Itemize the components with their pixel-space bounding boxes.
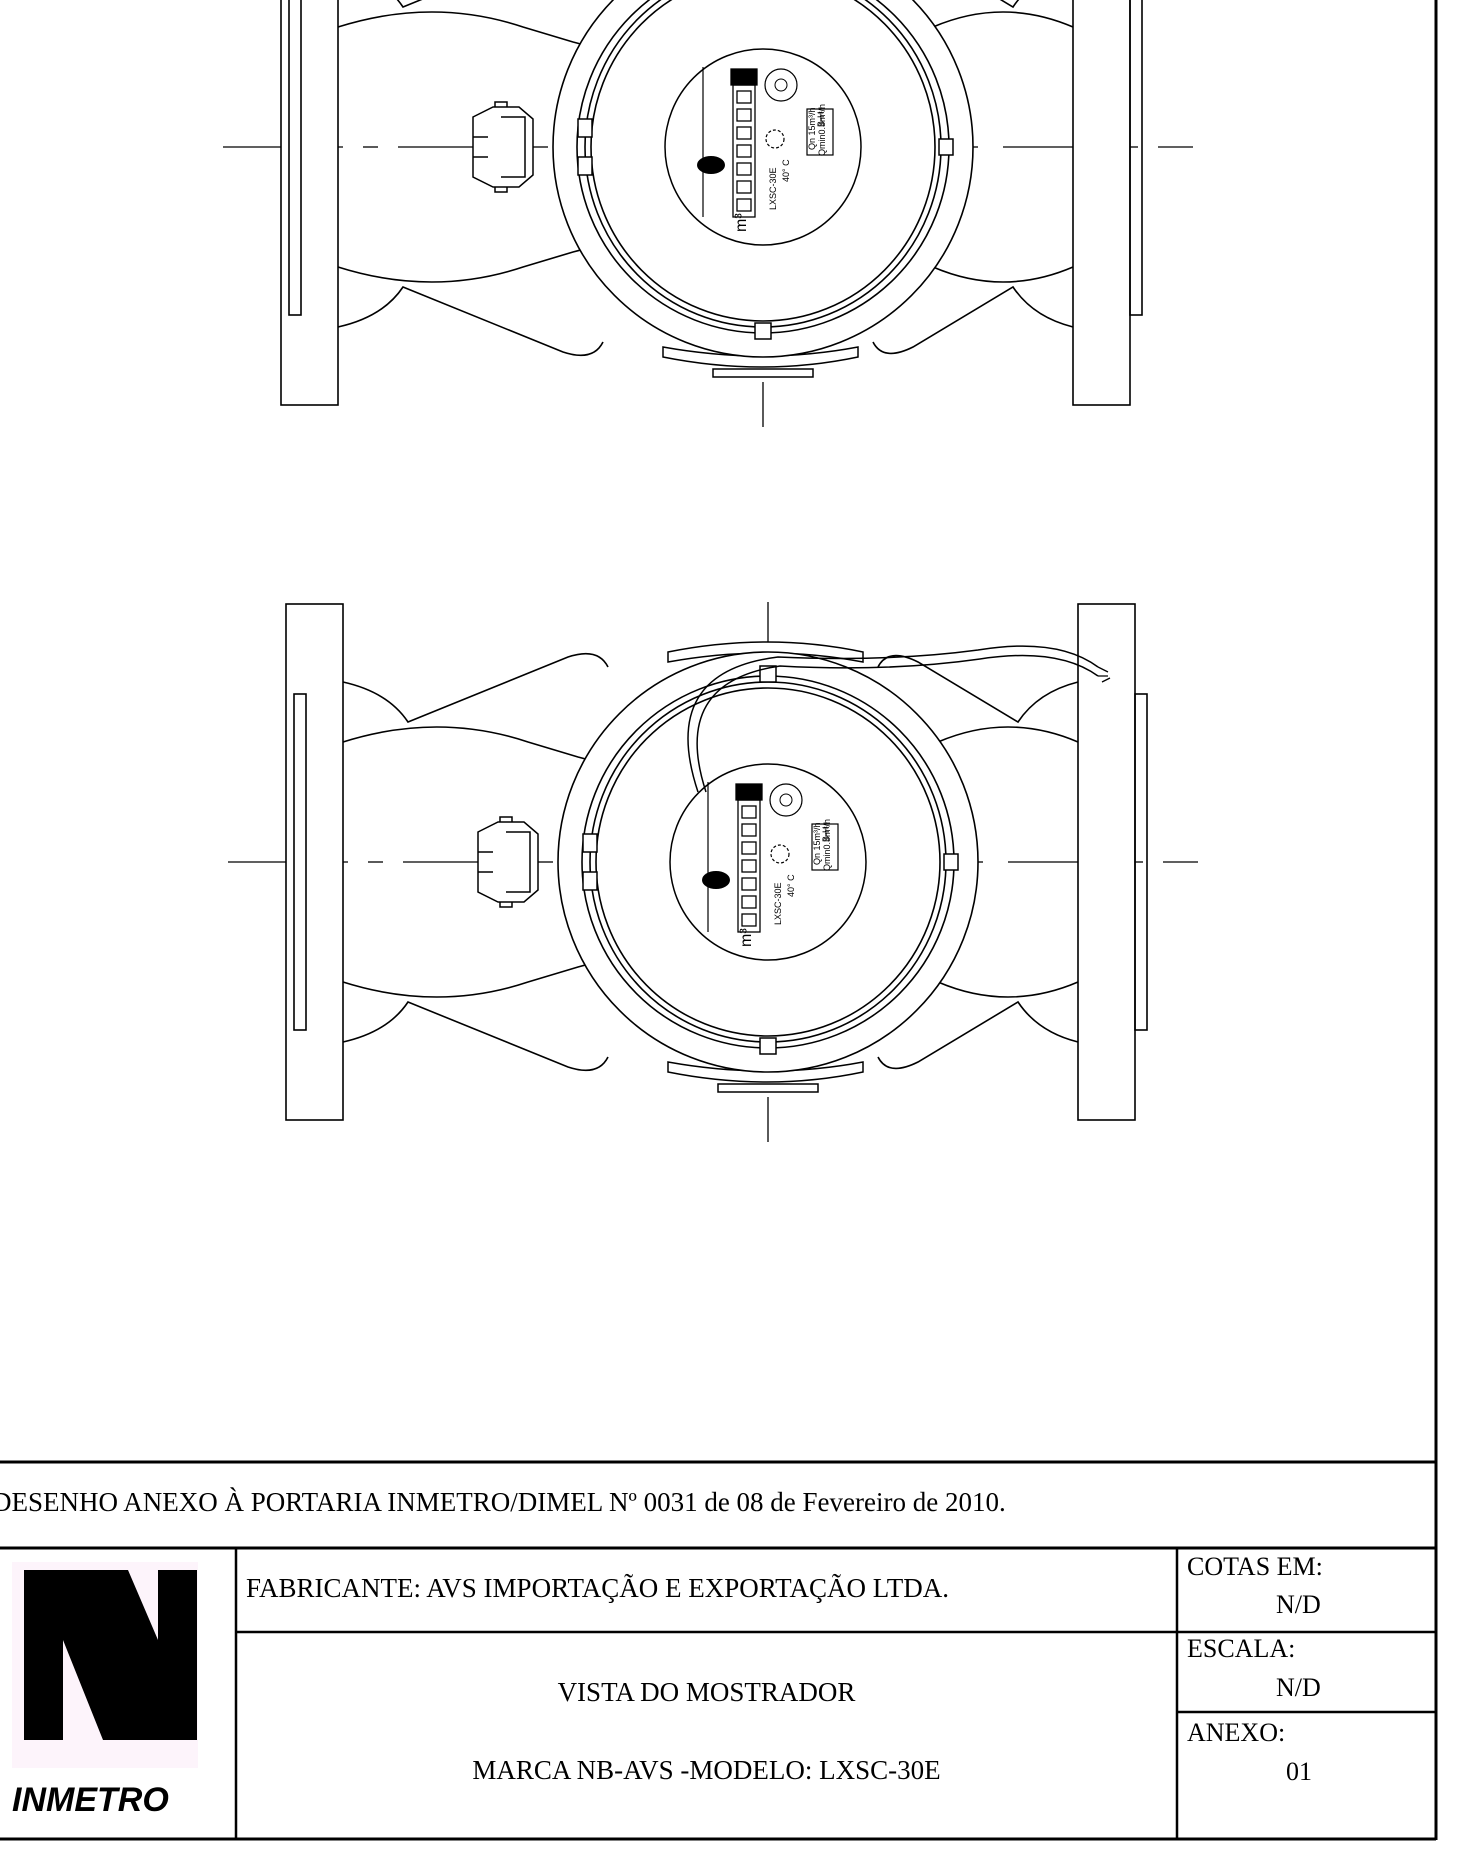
- anexo-label: ANEXO:: [1187, 1718, 1286, 1747]
- escala-label: ESCALA:: [1187, 1634, 1296, 1663]
- meter-qmin-label: Qmin0.3m³/h: [822, 819, 832, 871]
- meter-class-label: B-H: [821, 827, 831, 843]
- meter-view-top: [222, 0, 1194, 428]
- meter-class-label: B-H: [816, 112, 826, 128]
- escala-value: N/D: [1276, 1673, 1321, 1702]
- meter-view-bottom: [227, 601, 1199, 1143]
- meter-temp-label: 40° C: [781, 159, 791, 182]
- portaria-caption: DESENHO ANEXO À PORTARIA INMETRO/DIMEL N…: [0, 1487, 1006, 1517]
- vista-text: VISTA DO MOSTRADOR: [557, 1677, 856, 1707]
- meter-qmin-label: Qmin0.3m³/h: [817, 104, 827, 156]
- fabricante-text: FABRICANTE: AVS IMPORTAÇÃO E EXPORTAÇÃO …: [246, 1573, 950, 1603]
- meter-model-label: LXSC-30E: [773, 882, 783, 925]
- meter-qn-label: Qn 15m³/h: [812, 822, 822, 865]
- anexo-value: 01: [1286, 1757, 1312, 1786]
- meter-model-label: LXSC-30E: [768, 167, 778, 210]
- cotas-label: COTAS EM:: [1187, 1552, 1323, 1581]
- cotas-value: N/D: [1276, 1590, 1321, 1619]
- meter-qn-label: Qn 15m³/h: [807, 107, 817, 150]
- inmetro-logo-text: INMETRO: [12, 1781, 169, 1819]
- marca-modelo-text: MARCA NB-AVS -MODELO: LXSC-30E: [472, 1755, 941, 1785]
- meter-unit-label: m³: [738, 928, 755, 947]
- inmetro-logo-icon: [12, 1562, 198, 1768]
- meter-temp-label: 40° C: [786, 874, 796, 897]
- meter-unit-label: m³: [733, 213, 750, 232]
